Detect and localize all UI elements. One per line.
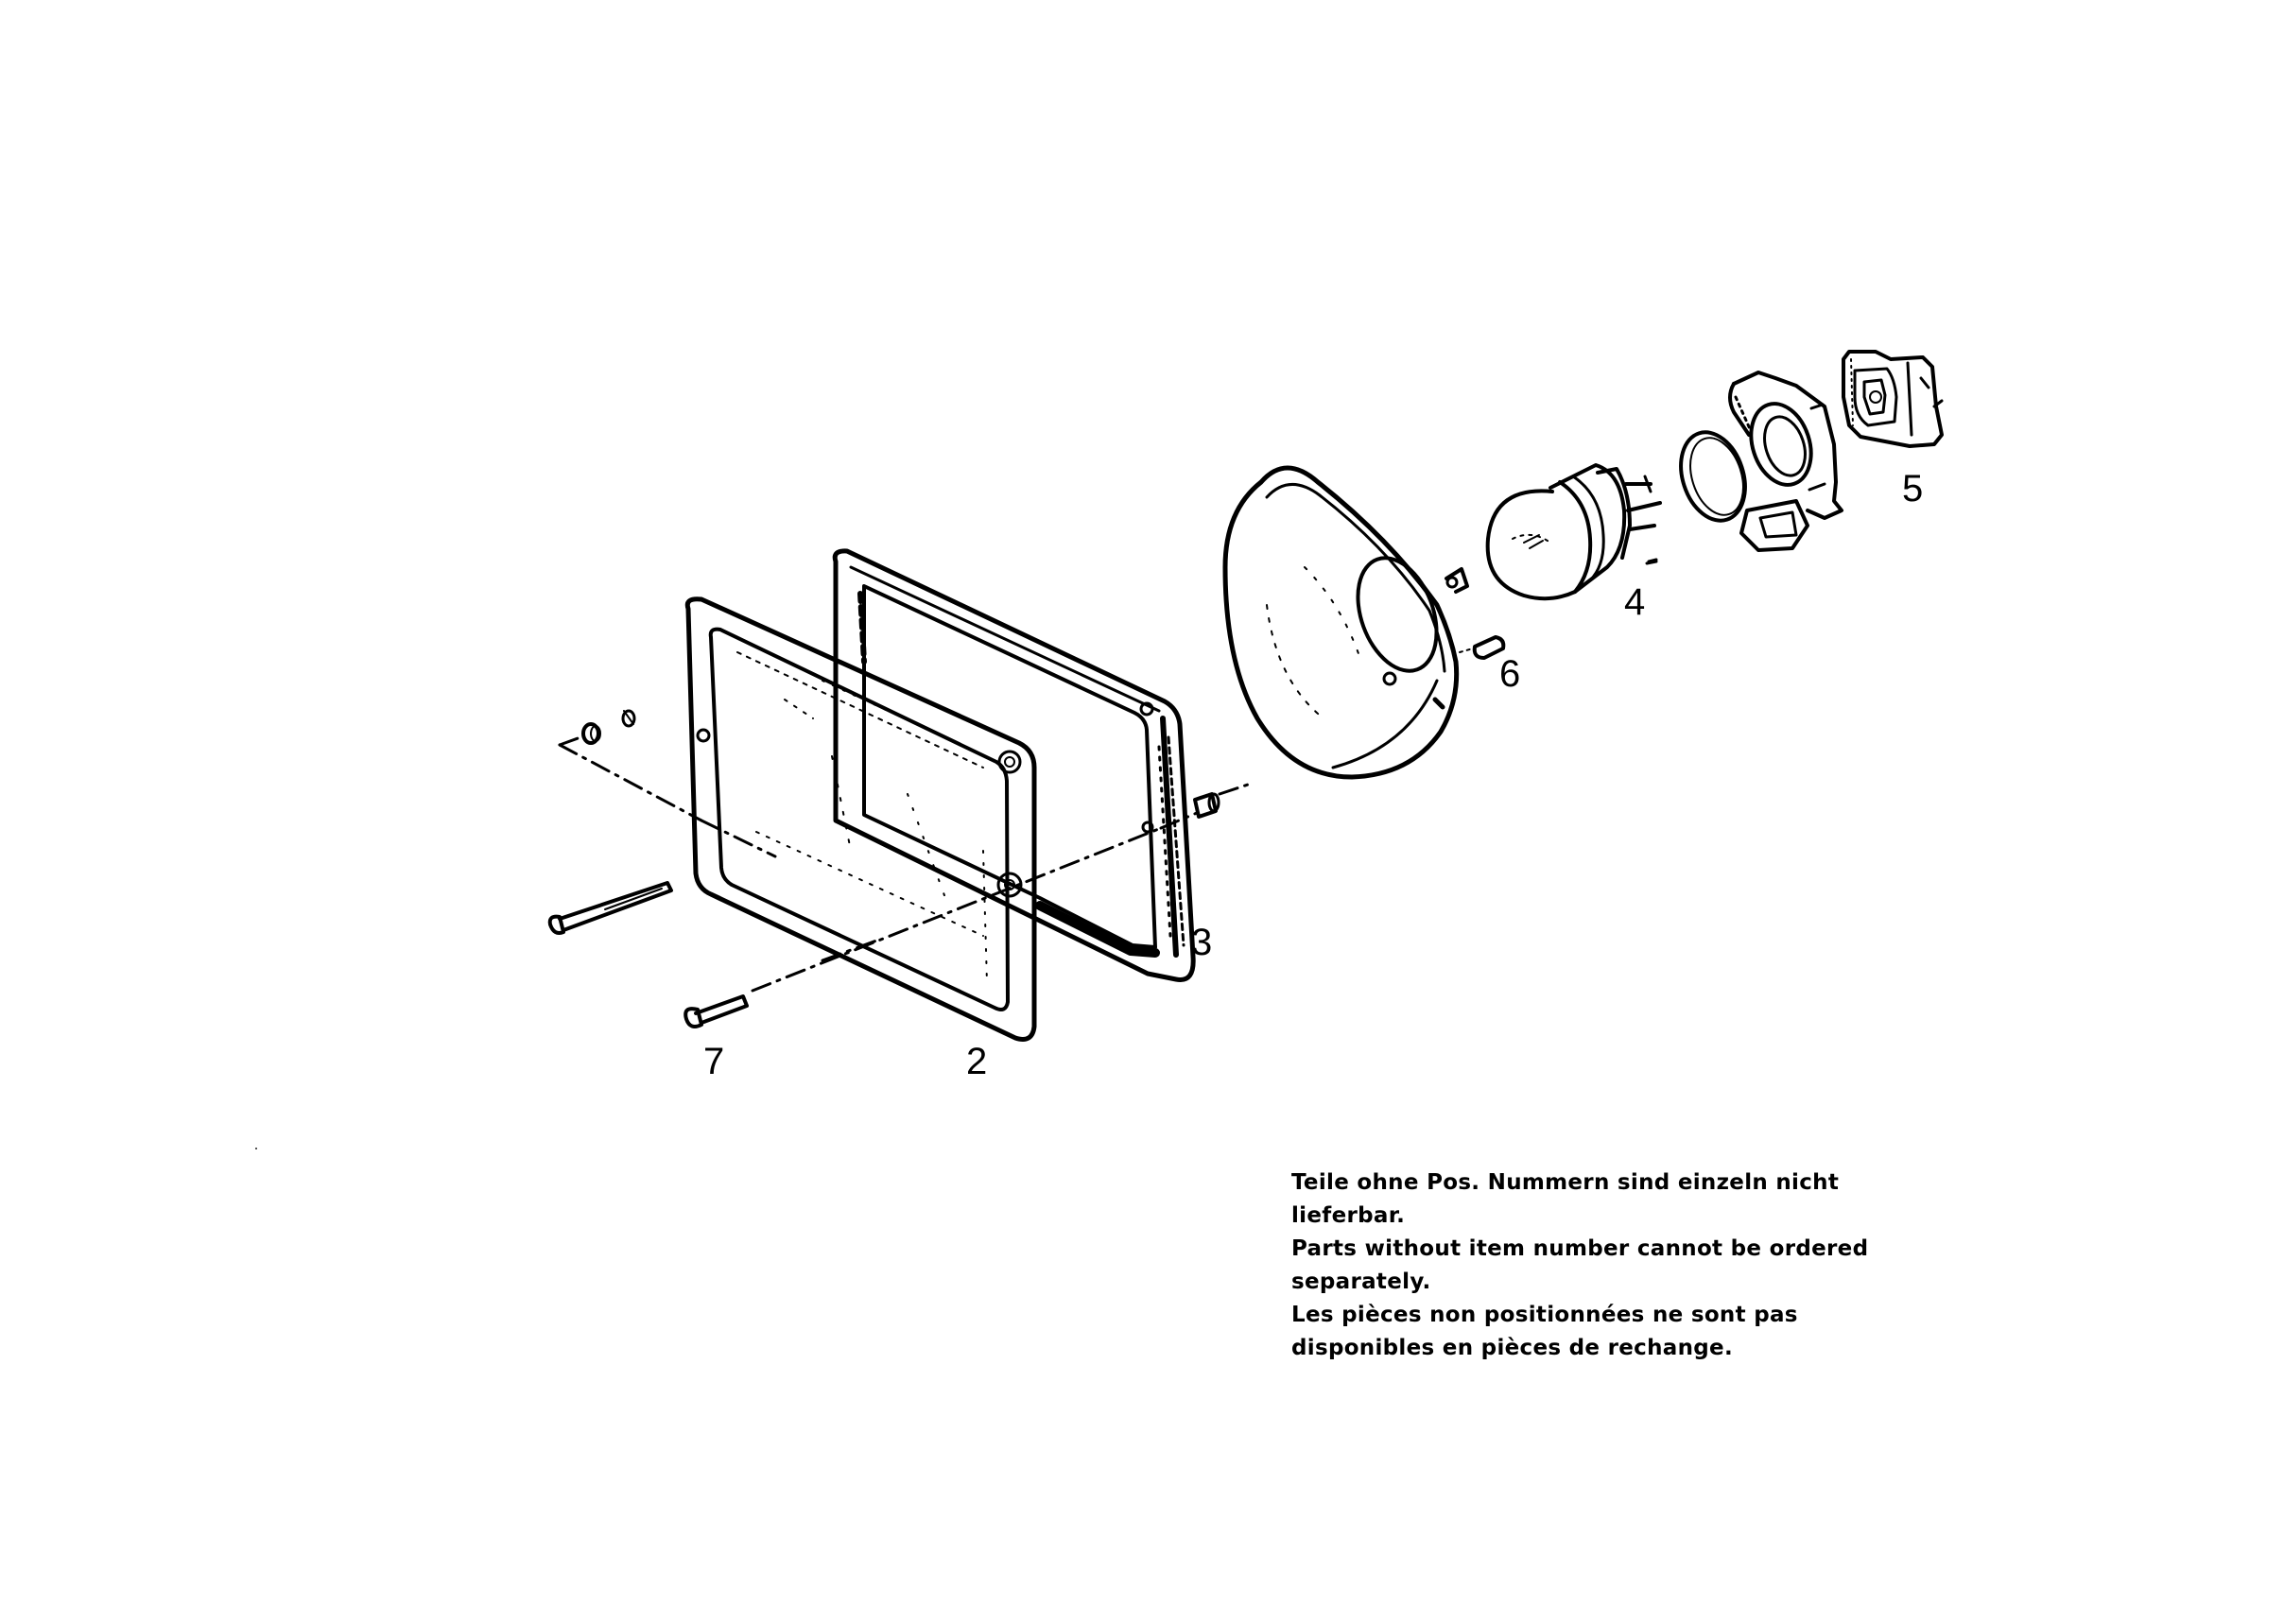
- callout-item-2: 2: [966, 1041, 987, 1082]
- assembly-axis-lines: [558, 558, 1658, 993]
- reflector-bowl: [1222, 465, 1469, 780]
- parts-availability-note: Teile ohne Pos. Nummern sind einzeln nic…: [1291, 1166, 1896, 1365]
- part-5-connector: [1842, 350, 1944, 448]
- part-4-bulb: [1485, 463, 1662, 601]
- part-6-parking-bulb: [1459, 635, 1506, 660]
- callout-item-5: 5: [1902, 468, 1923, 510]
- retaining-ring: [1679, 430, 1747, 523]
- note-german: Teile ohne Pos. Nummern sind einzeln nic…: [1291, 1170, 1840, 1228]
- note-english: Parts without item number cannot be orde…: [1291, 1236, 1869, 1294]
- callout-item-6: 6: [1499, 653, 1520, 695]
- part-3-frame: [832, 548, 1196, 982]
- callout-item-3: 3: [1191, 922, 1212, 963]
- bulb-holder: [1728, 371, 1843, 552]
- callout-item-7: 7: [703, 1041, 724, 1082]
- spring-nuts: [581, 709, 1220, 819]
- callout-item-4: 4: [1624, 581, 1645, 623]
- note-french: Les pièces non positionnées ne sont pas …: [1291, 1303, 1798, 1360]
- part-7-screws: [547, 881, 749, 1028]
- scan-speck: [255, 1148, 257, 1149]
- part-2-lens: [684, 596, 1037, 1042]
